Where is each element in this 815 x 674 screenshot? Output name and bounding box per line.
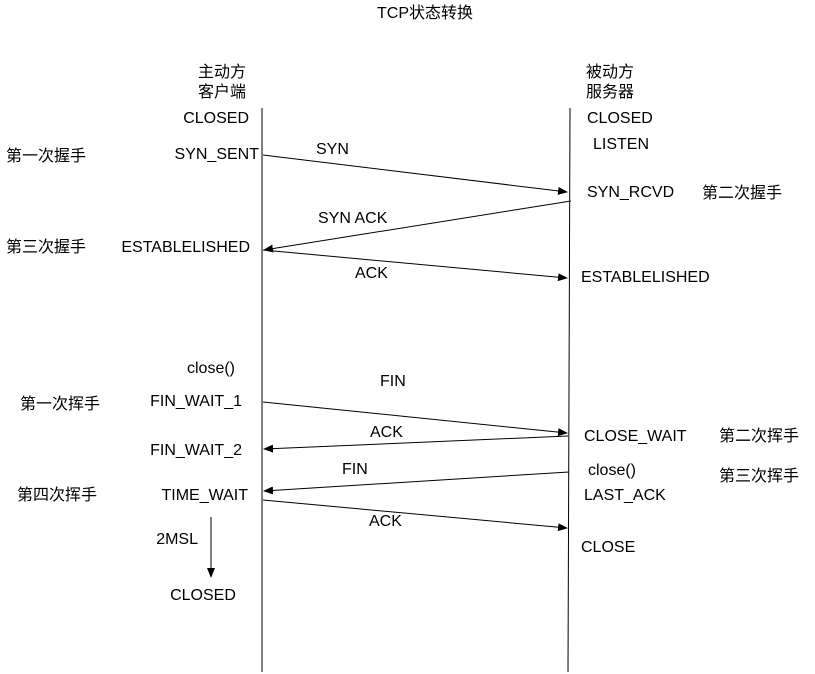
msg-ack-1: ACK — [355, 265, 388, 282]
msg-syn: SYN — [316, 141, 349, 158]
diagram-title: TCP状态转换 — [376, 5, 474, 22]
fin-arrow-1 — [262, 401, 568, 437]
msg-ack-3: ACK — [369, 513, 402, 530]
annotation-handshake-3: 第三次握手 — [6, 239, 87, 256]
annotation-wave-1: 第一次挥手 — [20, 396, 101, 413]
ack-arrow-2 — [263, 435, 569, 453]
annotation-wave-4: 第四次挥手 — [17, 487, 98, 504]
server-lifeline — [567, 107, 571, 673]
syn-ack-arrow — [263, 200, 572, 253]
client-role: 主动方 — [197, 64, 247, 81]
annotation-handshake-1: 第一次握手 — [6, 148, 87, 165]
server-state-syn-rcvd: SYN_RCVD — [587, 184, 675, 201]
msg-ack-2: ACK — [370, 424, 403, 441]
server-role: 被动方 — [585, 64, 635, 81]
ack-arrow-1 — [262, 249, 568, 282]
msl-label: 2MSL — [156, 531, 198, 548]
annotation-handshake-2: 第二次握手 — [702, 185, 783, 202]
client-state-fin-wait-1: FIN_WAIT_1 — [150, 393, 242, 410]
client-name: 客户端 — [197, 84, 247, 101]
client-state-established: ESTABLELISHED — [121, 239, 250, 256]
server-state-closed: CLOSED — [587, 110, 653, 127]
annotation-wave-2: 第二次挥手 — [719, 428, 800, 445]
server-state-close: CLOSE — [581, 539, 636, 556]
server-state-established: ESTABLELISHED — [581, 269, 710, 286]
server-name: 服务器 — [585, 84, 635, 101]
syn-arrow — [262, 154, 568, 195]
client-state-fin-wait-2: FIN_WAIT_2 — [150, 442, 242, 459]
client-close-call: close() — [186, 360, 235, 377]
server-close-call: close() — [588, 462, 637, 479]
annotation-wave-3: 第三次挥手 — [719, 468, 800, 485]
client-state-time-wait: TIME_WAIT — [161, 487, 248, 504]
server-state-listen: LISTEN — [593, 136, 650, 153]
ack-arrow-3 — [262, 499, 568, 532]
server-state-close-wait: CLOSE_WAIT — [584, 428, 687, 445]
client-state-closed: CLOSED — [183, 110, 249, 127]
msg-syn-ack: SYN ACK — [318, 210, 388, 227]
fin-arrow-2 — [263, 471, 570, 495]
msg-fin-1: FIN — [380, 373, 406, 390]
msg-fin-2: FIN — [342, 461, 368, 478]
client-state-closed-end: CLOSED — [170, 587, 236, 604]
client-state-syn-sent: SYN_SENT — [174, 146, 259, 163]
server-state-last-ack: LAST_ACK — [584, 487, 666, 504]
